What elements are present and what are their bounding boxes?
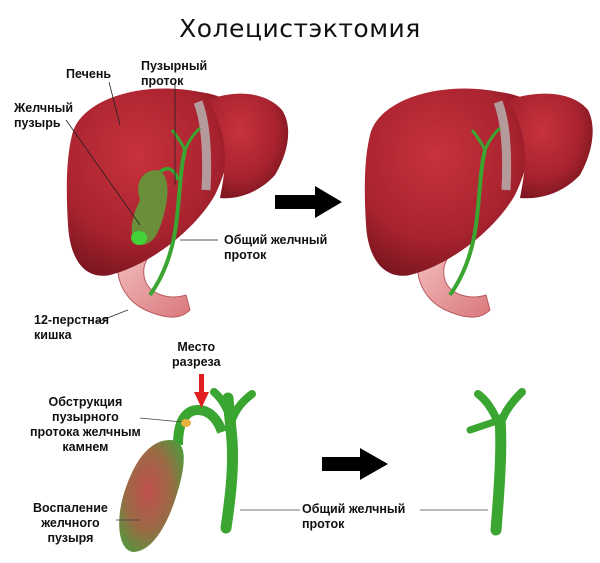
gallbladder-highlight [131, 231, 147, 245]
arrow-top [275, 186, 342, 218]
common-bile-duct [148, 149, 187, 297]
liver-before [66, 88, 289, 318]
incision-arrow [194, 374, 209, 408]
closeup-common-duct [220, 392, 239, 534]
gallstone [181, 419, 191, 427]
liver-right-lobe [208, 93, 289, 199]
label-obstruction: Обструкция пузырного протока желчным кам… [30, 395, 141, 454]
inflamed-gallbladder [119, 440, 184, 552]
label-common-bile-duct-bottom: Общий желчный проток [302, 502, 406, 531]
label-liver: Печень [66, 67, 112, 81]
duct-after [466, 388, 526, 536]
closeup-cystic-duct [173, 404, 227, 446]
gallbladder-closeup [119, 374, 256, 552]
label-common-bile-duct-top: Общий желчный проток [224, 233, 328, 262]
label-cystic-duct: Пузырный проток [141, 59, 208, 88]
pointer-lines-bottom [116, 417, 488, 521]
diagram-title: Холецистэктомия [179, 14, 421, 43]
gallbladder-shape [131, 170, 168, 245]
arrow-bottom [322, 448, 388, 480]
pointer-lines-top [65, 81, 218, 323]
label-inflammation: Воспаление желчного пузыря [33, 501, 108, 545]
label-incision-site: Место разреза [172, 340, 221, 369]
label-duodenum: 12-перстная кишка [34, 313, 110, 342]
label-gallbladder: Желчный пузырь [14, 101, 74, 130]
liver-after [364, 88, 593, 318]
cystic-duct [158, 167, 180, 181]
